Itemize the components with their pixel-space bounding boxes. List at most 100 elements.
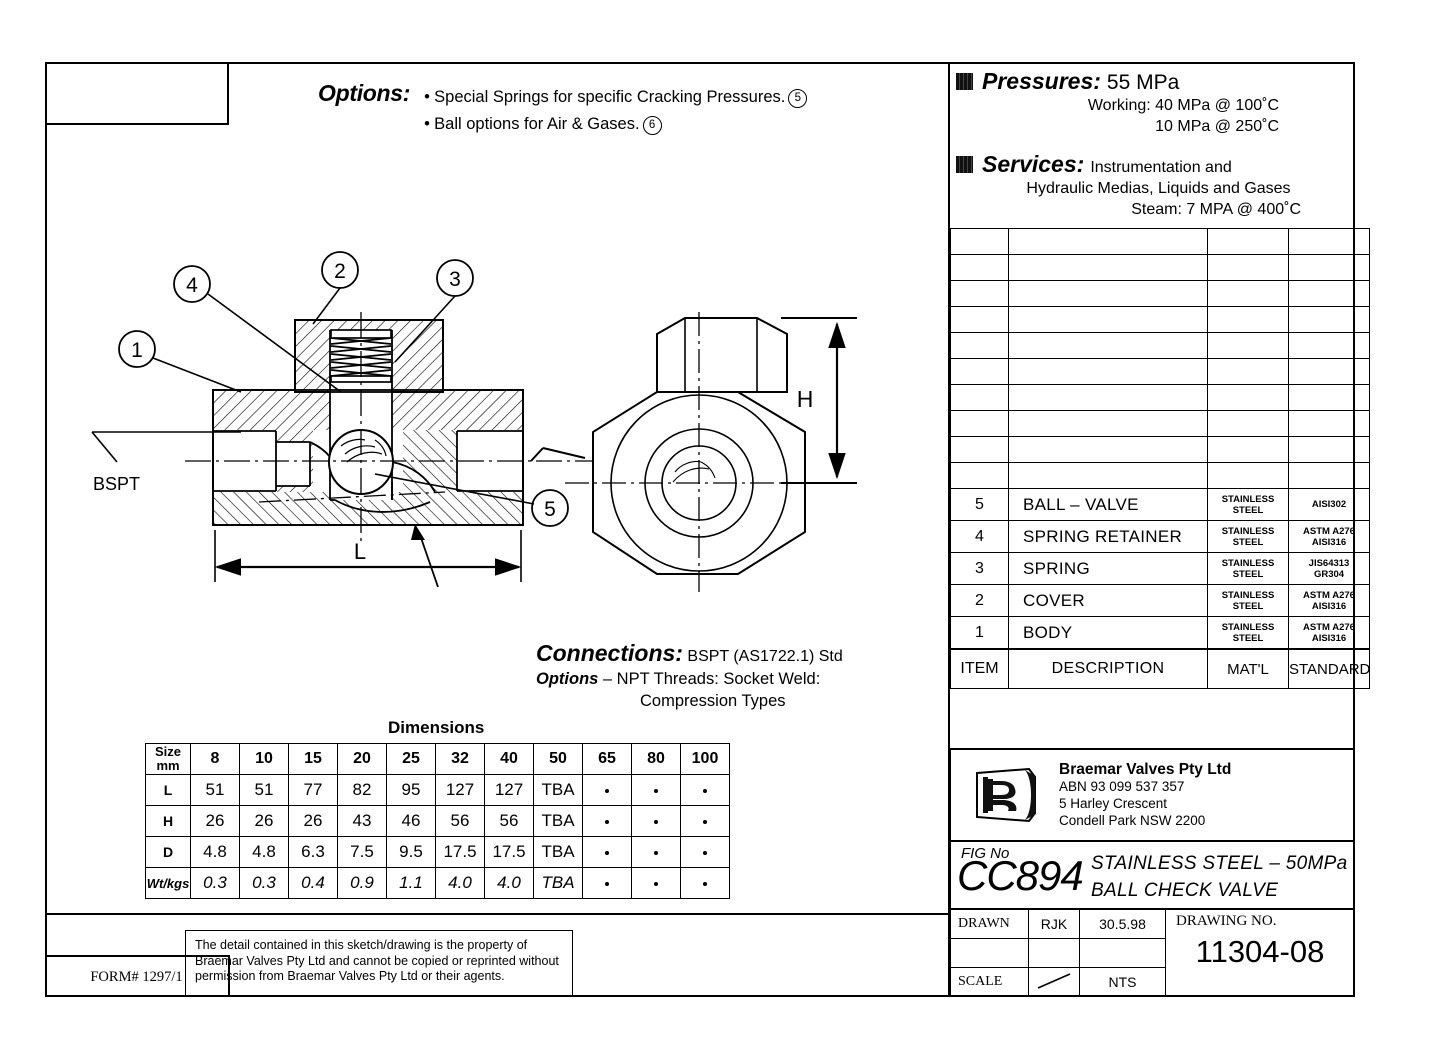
- dimensions-cell: [631, 805, 681, 837]
- dimensions-row-label: Wt/kgs: [145, 867, 191, 899]
- dimensions-cell: 95: [386, 774, 436, 806]
- dimensions-cell: 51: [239, 774, 289, 806]
- dimensions-size-col: 15: [288, 743, 338, 775]
- dim-h-label: H: [797, 386, 814, 412]
- option-item-1: •Special Springs for specific Cracking P…: [424, 84, 808, 111]
- dimensions-cell: 4.8: [190, 836, 240, 868]
- pressures-working-1: Working: 40 MPa @ 100˚C: [1087, 97, 1279, 114]
- dot-marker: [654, 851, 658, 855]
- drawing-no-label: DRAWING NO.: [1176, 913, 1277, 929]
- parts-blank-row: [950, 254, 1370, 281]
- parts-blank-row: [950, 436, 1370, 463]
- dot-marker: [605, 882, 609, 886]
- parts-blank-row: [950, 332, 1370, 359]
- services-line-3: Steam: 7 MPA @ 400˚C: [1131, 201, 1301, 218]
- dimensions-cell: 4.8: [239, 836, 289, 868]
- dimensions-cell: [582, 774, 632, 806]
- balloon-2: 2: [334, 260, 346, 283]
- dot-marker: [703, 820, 707, 824]
- dimensions-cell: 0.9: [337, 867, 387, 899]
- bullet-icon: •: [424, 88, 430, 106]
- dimensions-cell: [680, 836, 730, 868]
- parts-blank-row: [950, 358, 1370, 385]
- dimensions-cell: 56: [435, 805, 485, 837]
- title-block-table: DRAWN RJK 30.5.98 DRAWING NO. 11304-08 S…: [950, 909, 1355, 997]
- connections-block: Connections: BSPT (AS1722.1) Std Options…: [536, 640, 843, 711]
- parts-header-item: ITEM: [950, 648, 1009, 689]
- dimensions-cell: 82: [337, 774, 387, 806]
- braemar-logo-icon: [976, 767, 1036, 823]
- notice-line-1: The detail contained in this sketch/draw…: [195, 938, 528, 952]
- part-standard: AISI302: [1288, 488, 1370, 521]
- fig-description: STAINLESS STEEL – 50MPa BALL CHECK VALVE: [1091, 850, 1347, 904]
- drawn-by: RJK: [1028, 909, 1080, 939]
- part-item-no: 2: [950, 584, 1009, 617]
- parts-blank-row: [950, 410, 1370, 437]
- option-item-2: •Ball options for Air & Gases.6: [424, 111, 807, 138]
- balloon-5: 5: [544, 498, 556, 521]
- services-line-2: Hydraulic Medias, Liquids and Gases: [1026, 180, 1291, 197]
- dimensions-cell: TBA: [533, 774, 583, 806]
- dimensions-row-label: L: [145, 774, 191, 806]
- figure-block: FIG No CC894 STAINLESS STEEL – 50MPa BAL…: [950, 841, 1355, 909]
- balloon-3: 3: [449, 268, 461, 291]
- dimensions-cell: [582, 836, 632, 868]
- company-name: Braemar Valves Pty Ltd: [1059, 761, 1232, 778]
- parts-blank-row: [950, 384, 1370, 411]
- form-number: FORM# 1297/1: [45, 955, 230, 997]
- revision-date-empty: [1079, 938, 1166, 968]
- footer-divider: [45, 913, 948, 915]
- dimensions-size-col: 100: [680, 743, 730, 775]
- dimensions-cell: 0.3: [239, 867, 289, 899]
- dimensions-cell: 127: [435, 774, 485, 806]
- dimensions-cell: [680, 774, 730, 806]
- company-suburb: Condell Park NSW 2200: [1059, 813, 1206, 828]
- dimensions-size-col: 32: [435, 743, 485, 775]
- dot-marker: [654, 820, 658, 824]
- dimensions-cell: [631, 836, 681, 868]
- parts-header-material: MAT'L: [1207, 648, 1289, 689]
- dimensions-cell: [680, 867, 730, 899]
- dot-marker: [605, 820, 609, 824]
- dot-marker: [703, 851, 707, 855]
- services-value: Instrumentation and: [1090, 159, 1232, 176]
- balloon-ref-6: 6: [642, 116, 662, 135]
- dimensions-cell: 7.5: [337, 836, 387, 868]
- options-heading: Options:: [318, 80, 411, 106]
- part-description: SPRING: [1008, 552, 1208, 585]
- connections-heading: Connections:: [536, 640, 683, 666]
- fig-desc-line-2: BALL CHECK VALVE: [1091, 880, 1279, 901]
- title-corner-box: [45, 62, 229, 125]
- dimensions-cell: 0.4: [288, 867, 338, 899]
- dimensions-cell: 4.0: [435, 867, 485, 899]
- dimensions-cell: 6.3: [288, 836, 338, 868]
- company-street: 5 Harley Crescent: [1059, 796, 1168, 811]
- panel-divider: [948, 62, 950, 997]
- dimensions-cell: 56: [484, 805, 534, 837]
- drawing-no-cell: DRAWING NO. 11304-08: [1165, 909, 1355, 997]
- dot-marker: [703, 789, 707, 793]
- dimensions-size-col: 20: [337, 743, 387, 775]
- scale-label: SCALE: [950, 967, 1029, 997]
- connections-value: BSPT (AS1722.1) Std: [687, 648, 843, 665]
- option-text-2: Ball options for Air & Gases.: [434, 115, 640, 133]
- dimensions-cell: TBA: [533, 836, 583, 868]
- pressures-value: 55 MPa: [1106, 71, 1180, 94]
- parts-header-description: DESCRIPTION: [1008, 648, 1208, 689]
